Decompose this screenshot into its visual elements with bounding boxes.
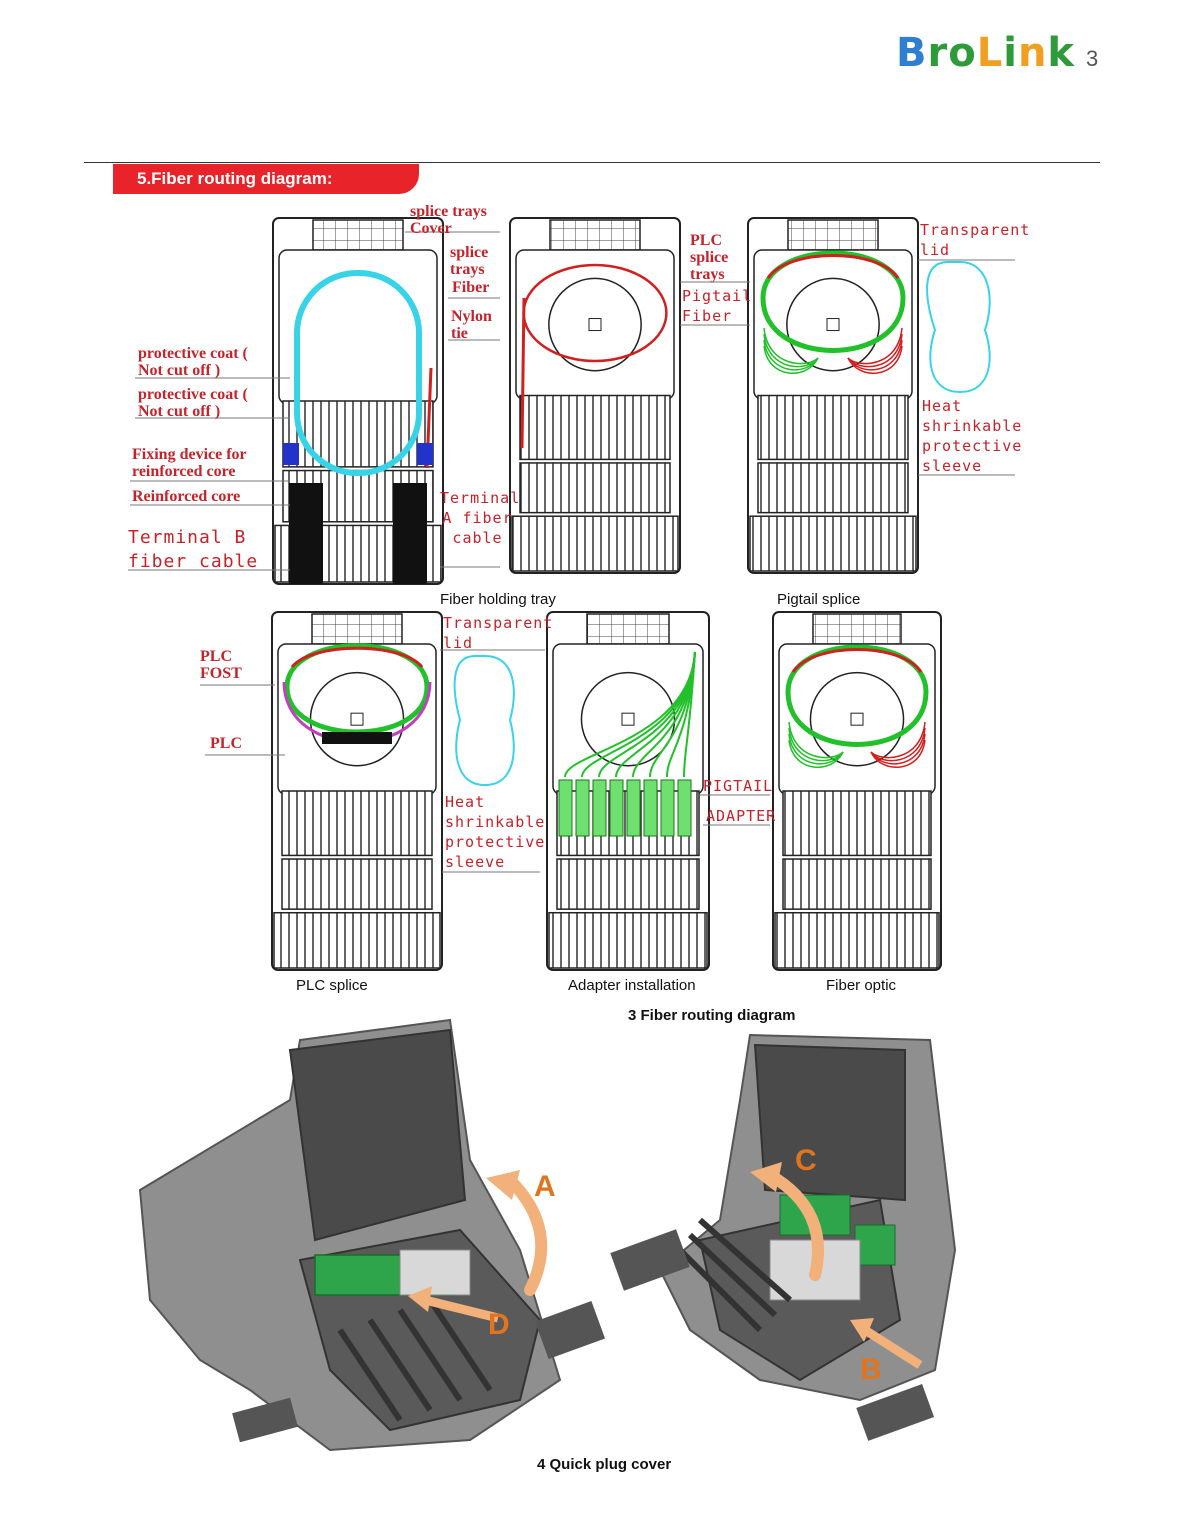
marker-c: C: [795, 1144, 817, 1177]
section-banner: 5.Fiber routing diagram:: [113, 164, 419, 194]
enclosure-panel-4: [271, 611, 443, 971]
marker-a: A: [534, 1170, 556, 1203]
label-fixing-device: Fixing device for reinforced core: [132, 446, 247, 480]
caption-adapter-installation: Adapter installation: [568, 977, 696, 994]
label-pigtail-fiber: Pigtail Fiber: [682, 287, 753, 325]
quick-plug-photo-right: [610, 1033, 957, 1441]
enclosure-panel-1: [272, 217, 444, 585]
label-protective-coat-2: protective coat ( Not cut off ): [138, 386, 248, 420]
label-plc-splice-trays: PLC splice trays: [690, 232, 729, 283]
marker-b: B: [860, 1353, 882, 1386]
figure-4-caption: 4 Quick plug cover: [537, 1456, 672, 1473]
label-reinforced-core: Reinforced core: [132, 488, 241, 505]
section-title: 5.Fiber routing diagram:: [137, 169, 333, 188]
quick-plug-photo-left: [138, 1018, 606, 1452]
header-rule: [84, 162, 1100, 163]
label-plc-fost: PLC FOST: [200, 648, 242, 682]
figure-3-caption: 3 Fiber routing diagram: [628, 1007, 796, 1024]
enclosure-panel-2: [509, 217, 681, 574]
label-terminal-b: Terminal B fiber cable: [128, 527, 259, 572]
enclosure-panel-6: [772, 611, 942, 971]
label-transparent-lid-1: Transparent lid: [920, 221, 1031, 259]
enclosure-panel-5: [546, 611, 710, 971]
logo-text: BroLink: [896, 30, 1076, 76]
label-pigtail: PIGTAIL: [703, 777, 774, 795]
marker-d: D: [488, 1308, 510, 1341]
caption-pigtail-splice: Pigtail splice: [777, 591, 861, 608]
label-terminal-a: Terminal A fiber cable: [440, 489, 521, 547]
label-fiber: Fiber: [452, 279, 490, 296]
label-heat-sleeve-1: Heat shrinkable protective sleeve: [922, 397, 1023, 475]
label-splice-trays-cover: splice trays Cover: [410, 203, 487, 237]
enclosure-drawings: [271, 217, 942, 971]
label-transparent-lid-2: Transparent lid: [443, 614, 554, 652]
label-heat-sleeve-2: Heat shrinkable protective sleeve: [445, 793, 546, 871]
label-plc: PLC: [210, 735, 242, 752]
enclosure-panel-3: [747, 217, 919, 574]
label-splice-trays: splice trays: [450, 244, 489, 278]
page-number: 3: [1086, 46, 1099, 71]
label-nylon-tie: Nylon tie: [451, 308, 492, 342]
label-protective-coat-1: protective coat ( Not cut off ): [138, 345, 248, 379]
transparent-lid-sketches: [453, 261, 991, 787]
caption-plc-splice: PLC splice: [296, 977, 368, 994]
caption-fiber-optic: Fiber optic: [826, 977, 897, 994]
leader-lines: [128, 231, 1015, 873]
caption-fiber-holding-tray: Fiber holding tray: [440, 591, 556, 608]
brolink-logo: BroLink: [896, 30, 1075, 76]
label-adapter: ADAPTER: [706, 807, 777, 825]
